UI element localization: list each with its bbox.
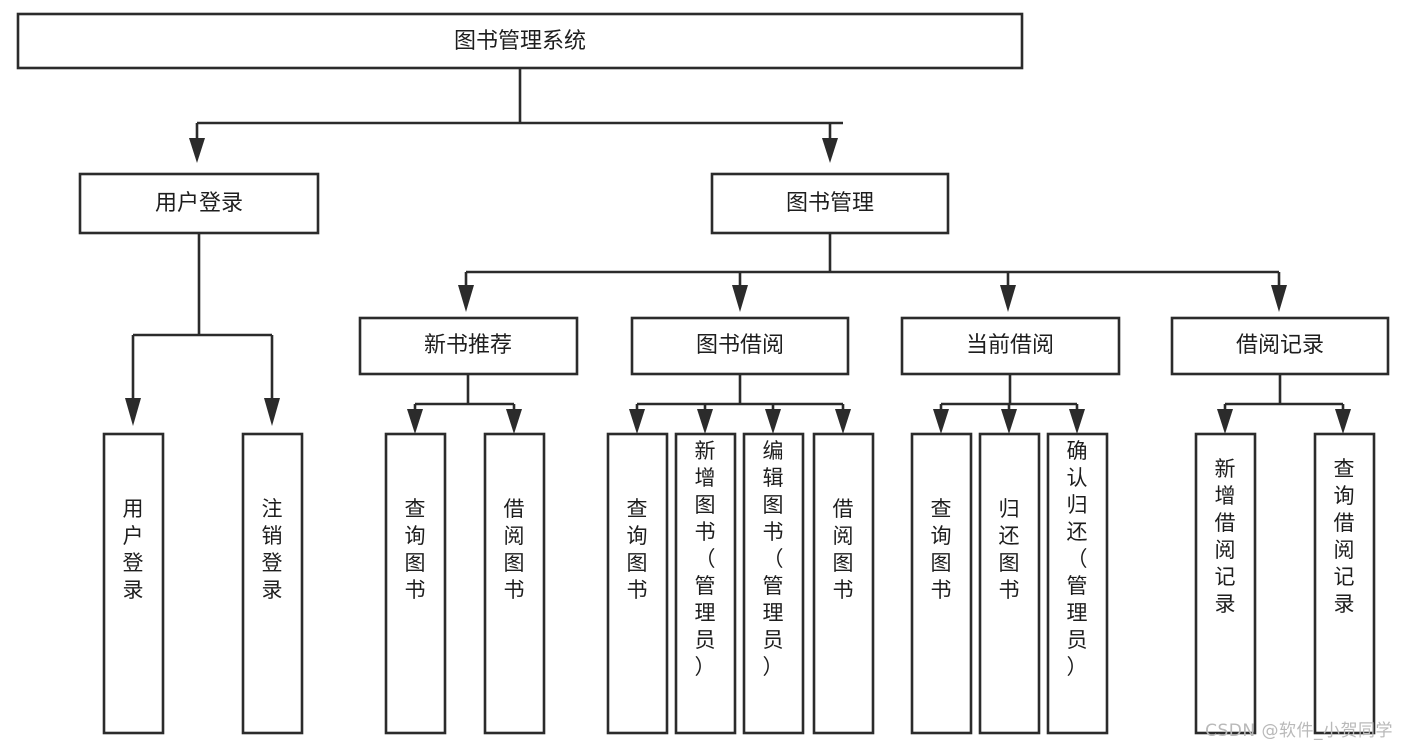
node-leaf-confirm-return-admin[interactable]: 确认归还（管理员） bbox=[1046, 432, 1109, 735]
node-leaf-query-book-recommend-label: 查询图书 bbox=[405, 497, 426, 602]
node-leaf-query-book-current-label: 查询图书 bbox=[931, 497, 952, 602]
arrow-head-icon bbox=[506, 409, 522, 434]
node-leaf-edit-book-admin-label: 编辑图书（管理员） bbox=[763, 439, 784, 679]
node-leaf-query-book[interactable]: 查询图书 bbox=[606, 432, 669, 735]
node-leaf-borrow-book-recommend[interactable]: 借阅图书 bbox=[483, 432, 546, 735]
arrow-head-icon bbox=[1271, 285, 1287, 312]
node-leaf-edit-book-admin[interactable]: 编辑图书（管理员） bbox=[742, 432, 805, 735]
node-user-login-label: 用户登录 bbox=[155, 191, 243, 216]
arrow-head-icon bbox=[765, 409, 781, 434]
node-leaf-add-book-admin[interactable]: 新增图书（管理员） bbox=[674, 432, 737, 735]
node-leaf-add-borrow-record[interactable]: 新增借阅记录 bbox=[1194, 432, 1257, 735]
arrow-head-icon bbox=[189, 138, 205, 163]
arrow-head-icon bbox=[458, 285, 474, 312]
node-leaf-query-book-recommend[interactable]: 查询图书 bbox=[384, 432, 447, 735]
node-leaf-confirm-return-admin-label: 确认归还（管理员） bbox=[1067, 439, 1088, 679]
node-leaf-add-book-admin-label: 新增图书（管理员） bbox=[695, 439, 716, 679]
arrow-head-icon bbox=[835, 409, 851, 434]
arrow-head-icon bbox=[732, 285, 748, 312]
node-leaf-borrow-book-label: 借阅图书 bbox=[833, 497, 854, 602]
arrow-head-icon bbox=[1217, 409, 1233, 434]
node-root[interactable]: 图书管理系统 bbox=[16, 12, 1024, 70]
arrow-head-icon bbox=[822, 138, 838, 163]
arrow-head-icon bbox=[407, 409, 423, 434]
node-user-login[interactable]: 用户登录 bbox=[78, 172, 320, 235]
node-book-management[interactable]: 图书管理 bbox=[710, 172, 950, 235]
node-current-borrow[interactable]: 当前借阅 bbox=[900, 316, 1121, 376]
connector-borrow-record-to-leaves bbox=[1217, 374, 1351, 434]
arrow-head-icon bbox=[264, 398, 280, 426]
node-book-management-label: 图书管理 bbox=[786, 191, 874, 216]
node-leaf-user-login-label: 用户登录 bbox=[123, 497, 144, 602]
connector-new-book-to-leaves bbox=[407, 374, 522, 434]
node-leaf-query-borrow-record[interactable]: 查询借阅记录 bbox=[1313, 432, 1376, 735]
node-leaf-query-borrow-record-label: 查询借阅记录 bbox=[1334, 457, 1355, 616]
arrow-head-icon bbox=[697, 409, 713, 434]
node-leaf-borrow-book[interactable]: 借阅图书 bbox=[812, 432, 875, 735]
node-borrow-record[interactable]: 借阅记录 bbox=[1170, 316, 1390, 376]
connector-user-login-to-leaves bbox=[125, 233, 280, 426]
node-book-borrow[interactable]: 图书借阅 bbox=[630, 316, 850, 376]
node-leaf-query-book-label: 查询图书 bbox=[627, 497, 648, 602]
arrow-head-icon bbox=[1000, 285, 1016, 312]
node-leaf-add-borrow-record-label: 新增借阅记录 bbox=[1215, 457, 1236, 616]
connector-current-borrow-to-leaves bbox=[933, 374, 1085, 434]
node-current-borrow-label: 当前借阅 bbox=[966, 333, 1054, 358]
node-leaf-return-book-label: 归还图书 bbox=[999, 497, 1020, 602]
node-leaf-logout-label: 注销登录 bbox=[262, 497, 283, 602]
node-leaf-user-login[interactable]: 用户登录 bbox=[102, 432, 165, 735]
node-leaf-return-book[interactable]: 归还图书 bbox=[978, 432, 1041, 735]
arrow-head-icon bbox=[125, 398, 141, 426]
node-leaf-logout[interactable]: 注销登录 bbox=[241, 432, 304, 735]
connector-book-borrow-to-leaves bbox=[629, 374, 851, 434]
arrow-head-icon bbox=[1001, 409, 1017, 434]
arrow-head-icon bbox=[933, 409, 949, 434]
arrow-head-icon bbox=[1335, 409, 1351, 434]
node-leaf-query-book-current[interactable]: 查询图书 bbox=[910, 432, 973, 735]
node-leaf-borrow-book-recommend-label: 借阅图书 bbox=[504, 497, 525, 602]
connector-root-to-level2 bbox=[189, 68, 843, 163]
arrow-head-icon bbox=[629, 409, 645, 434]
connector-book-management-to-level3 bbox=[458, 233, 1287, 312]
node-root-label: 图书管理系统 bbox=[454, 29, 586, 54]
arrow-head-icon bbox=[1069, 409, 1085, 434]
node-new-book-recommend[interactable]: 新书推荐 bbox=[358, 316, 579, 376]
node-book-borrow-label: 图书借阅 bbox=[696, 333, 784, 358]
node-borrow-record-label: 借阅记录 bbox=[1236, 333, 1324, 358]
node-new-book-recommend-label: 新书推荐 bbox=[424, 333, 512, 358]
